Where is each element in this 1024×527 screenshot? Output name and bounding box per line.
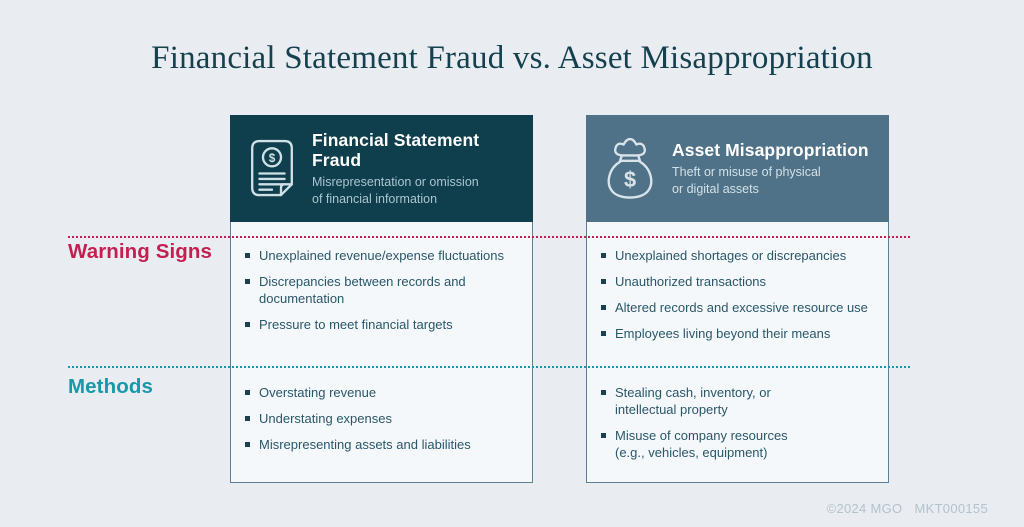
bullet-square-icon (245, 416, 250, 422)
footer-copyright: ©2024 MGO (826, 501, 903, 516)
card-title: Financial Statement Fraud (312, 129, 480, 170)
card-body-financial-statement-fraud: Unexplained revenue/expense fluctuations… (230, 222, 533, 483)
bullet-square-icon (601, 331, 606, 337)
bullet-square-icon (245, 442, 250, 448)
list-item: Misrepresenting assets and liabilities (245, 436, 523, 453)
list-item: Unexplained shortages or discrepancies (601, 247, 879, 264)
method-text: Stealing cash, inventory, or intellectua… (615, 385, 771, 418)
card-header-asset-misappropriation: $ Asset Misappropriation Theft or misuse… (586, 115, 889, 222)
method-text: Misrepresenting assets and liabilities (259, 437, 471, 453)
bullet-square-icon (601, 279, 606, 285)
bullet-square-icon (245, 253, 250, 258)
list-item: Misuse of company resources (e.g., vehic… (601, 427, 879, 461)
list-item: Overstating revenue (245, 384, 523, 401)
method-text: Understating expenses (259, 411, 392, 427)
bullet-square-icon (245, 390, 250, 395)
card-header-text: Financial Statement Fraud Misrepresentat… (312, 130, 519, 208)
bullet-square-icon (601, 305, 606, 311)
card-header-text: Asset Misappropriation Theft or misuse o… (672, 140, 875, 198)
card-header-financial-statement-fraud: $ Financial Statement Fraud Misrepresent… (230, 115, 533, 222)
card-asset-misappropriation: $ Asset Misappropriation Theft or misuse… (586, 115, 889, 483)
list-item: Unauthorized transactions (601, 273, 879, 290)
card-subtitle: Misrepresentation or omission of financi… (312, 174, 479, 206)
page-title: Financial Statement Fraud vs. Asset Misa… (151, 40, 873, 76)
bullet-square-icon (245, 322, 250, 328)
card-title: Asset Misappropriation (672, 139, 869, 160)
warning-signs-section-am: Unexplained shortages or discrepancies U… (587, 222, 888, 367)
warning-sign-text: Employees living beyond their means (615, 326, 831, 342)
list-item: Altered records and excessive resource u… (601, 299, 879, 316)
card-subtitle: Theft or misuse of physical or digital a… (672, 164, 821, 196)
warning-sign-text: Unauthorized transactions (615, 274, 767, 290)
methods-section-fsf: Overstating revenue Understating expense… (231, 367, 532, 453)
warning-sign-text: Unexplained shortages or discrepancies (615, 248, 847, 263)
bullet-square-icon (601, 390, 606, 395)
warning-signs-label: Warning Signs (68, 240, 213, 263)
bullet-square-icon (601, 433, 606, 439)
warning-sign-text: Pressure to meet financial targets (259, 317, 453, 333)
card-financial-statement-fraud: $ Financial Statement Fraud Misrepresent… (230, 115, 533, 483)
footer: ©2024 MGO MKT000155 (827, 501, 988, 516)
bullet-square-icon (601, 253, 606, 258)
list-item: Discrepancies between records and docume… (245, 273, 523, 307)
svg-text:$: $ (269, 151, 276, 164)
list-item: Employees living beyond their means (601, 325, 879, 342)
warning-sign-text: Discrepancies between records and docume… (259, 274, 466, 307)
methods-dotted-line (68, 366, 910, 368)
svg-text:$: $ (624, 167, 636, 192)
methods-section-am: Stealing cash, inventory, or intellectua… (587, 367, 888, 462)
list-item: Unexplained revenue/expense fluctuations (245, 247, 523, 264)
list-item: Stealing cash, inventory, or intellectua… (601, 384, 879, 418)
warning-signs-section-fsf: Unexplained revenue/expense fluctuations… (231, 222, 532, 367)
card-body-asset-misappropriation: Unexplained shortages or discrepancies U… (586, 222, 889, 483)
financial-statement-icon: $ (245, 136, 299, 202)
bullet-square-icon (245, 279, 250, 285)
methods-label: Methods (68, 375, 153, 398)
footer-code: MKT000155 (914, 501, 988, 516)
method-text: Misuse of company resources (e.g., vehic… (615, 428, 788, 461)
list-item: Pressure to meet financial targets (245, 316, 523, 333)
warning-sign-text: Unexplained revenue/expense fluctuations (259, 248, 505, 263)
money-bag-icon: $ (601, 135, 659, 203)
warning-sign-text: Altered records and excessive resource u… (615, 300, 868, 316)
warning-signs-dotted-line (68, 236, 910, 238)
method-text: Overstating revenue (259, 385, 377, 400)
list-item: Understating expenses (245, 410, 523, 427)
